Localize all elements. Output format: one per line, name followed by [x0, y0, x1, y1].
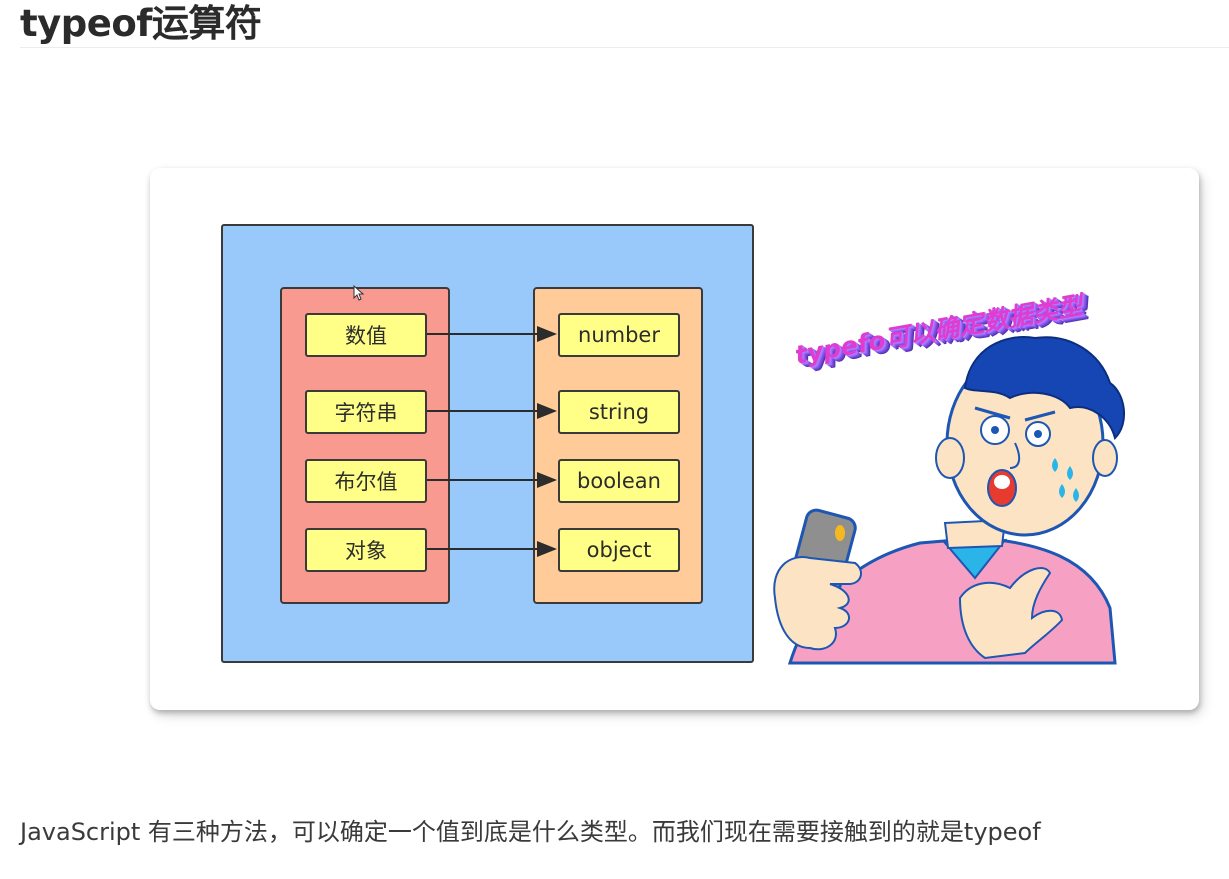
type-node-number: number: [558, 313, 680, 357]
value-node-string: 字符串: [305, 390, 427, 434]
type-node-boolean: boolean: [558, 459, 680, 503]
type-column: number string boolean object: [533, 287, 703, 604]
value-node-number: 数值: [305, 313, 427, 357]
value-node-object: 对象: [305, 528, 427, 572]
value-node-boolean: 布尔值: [305, 459, 427, 503]
type-mapping-diagram: 数值 字符串 布尔值 对象 number string boolean obje…: [221, 224, 754, 663]
type-node-string: string: [558, 390, 680, 434]
image-card: 数值 字符串 布尔值 对象 number string boolean obje…: [150, 168, 1199, 710]
body-paragraph: JavaScript 有三种方法，可以确定一个值到底是什么类型。而我们现在需要接…: [20, 818, 1041, 846]
heading-divider: [20, 47, 1229, 48]
page-title: typeof运算符: [20, 2, 262, 45]
type-node-object: object: [558, 528, 680, 572]
value-column: 数值 字符串 布尔值 对象: [280, 287, 450, 604]
shocked-man-illustration: [773, 336, 1126, 665]
mouse-cursor-icon: [353, 285, 365, 301]
